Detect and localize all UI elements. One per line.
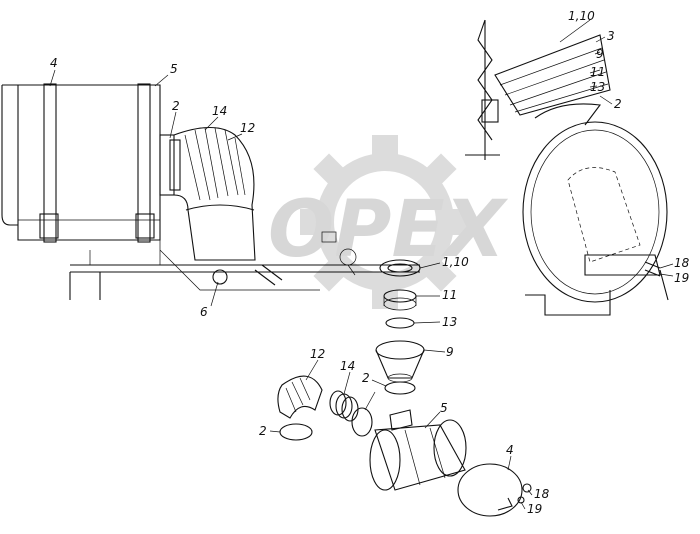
label-3: 3 [607, 29, 615, 43]
label-2-bottom-left: 2 [259, 424, 267, 438]
label-11-mid: 11 [442, 288, 457, 302]
label-1-10-top-right: 1,10 [568, 9, 595, 23]
label-19-bottom: 19 [527, 502, 542, 516]
label-13-top-right: 13 [590, 80, 605, 94]
filter-assembly-top-right [465, 19, 669, 316]
label-5-top: 5 [170, 62, 178, 76]
label-2-bottom-upper: 2 [362, 371, 370, 385]
filter-assembly-top-left [1, 83, 420, 300]
label-9-top-right: 9 [596, 47, 604, 61]
label-12-bottom: 12 [310, 347, 325, 361]
label-1-10-mid: 1,10 [442, 255, 469, 269]
exploded-parts-bottom [277, 375, 532, 517]
label-9-mid: 9 [446, 345, 454, 359]
label-18-bottom: 18 [534, 487, 550, 501]
watermark-text: OPEX [268, 185, 509, 275]
label-6: 6 [200, 305, 208, 319]
label-14-bottom: 14 [340, 359, 355, 373]
label-13-mid: 13 [442, 315, 457, 329]
label-2-top-right: 2 [614, 97, 622, 111]
label-11-top-right: 11 [590, 65, 605, 79]
label-12-top: 12 [240, 121, 255, 135]
label-18-right: 18 [674, 256, 690, 270]
leader-lines [49, 19, 674, 510]
watermark: OPEX [268, 135, 509, 309]
callout-labels: 4 5 2 14 12 6 1,10 3 9 11 13 2 18 19 1,1… [50, 9, 690, 516]
label-4-top: 4 [50, 56, 58, 70]
label-14-top: 14 [212, 104, 227, 118]
label-4-bottom: 4 [506, 443, 514, 457]
label-19-right: 19 [674, 271, 689, 285]
label-2-top-left: 2 [172, 99, 180, 113]
label-5-bottom: 5 [440, 401, 448, 415]
